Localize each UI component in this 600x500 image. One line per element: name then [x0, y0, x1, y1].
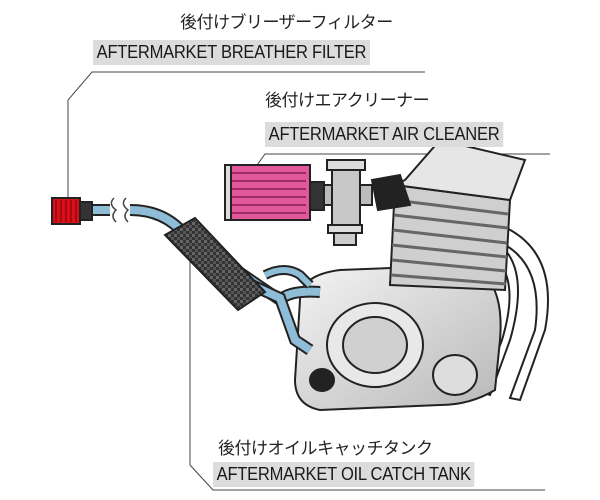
oil-catch-tank	[163, 216, 267, 312]
oil-catch-tank-label-jp: 後付けオイルキャッチタンク	[218, 439, 433, 459]
air-cleaner-label-jp: 後付けエアクリーナー	[265, 91, 430, 111]
oil-catch-tank-label-en: AFTERMARKET OIL CATCH TANK	[213, 462, 475, 487]
carburetor	[309, 159, 412, 246]
air-cleaner-label-en: AFTERMARKET AIR CLEANER	[265, 122, 504, 147]
air-cleaner	[224, 164, 311, 221]
breather-filter-label-jp: 後付けブリーザーフィルター	[180, 13, 393, 33]
cylinder	[388, 138, 527, 292]
breather-filter	[51, 197, 93, 225]
crankcase	[293, 263, 502, 412]
breather-filter-label-en: AFTERMARKET BREATHER FILTER	[93, 40, 370, 65]
